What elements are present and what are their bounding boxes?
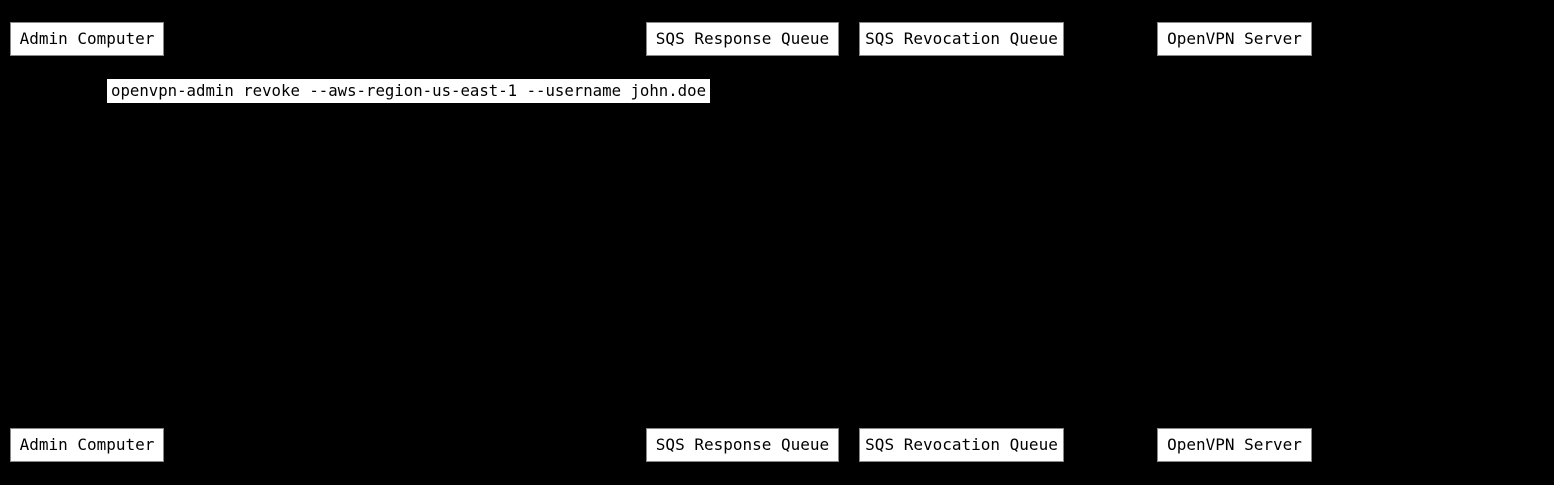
actor-box-sqs-response-queue-top: SQS Response Queue	[646, 22, 839, 56]
actor-box-openvpn-server-bottom: OpenVPN Server	[1157, 428, 1312, 462]
actor-box-sqs-revocation-queue-top: SQS Revocation Queue	[859, 22, 1064, 56]
actor-box-sqs-revocation-queue-bottom: SQS Revocation Queue	[859, 428, 1064, 462]
actor-box-admin-computer-bottom: Admin Computer	[10, 428, 164, 462]
actor-box-sqs-response-queue-bottom: SQS Response Queue	[646, 428, 839, 462]
actor-box-admin-computer-top: Admin Computer	[10, 22, 164, 56]
actor-box-openvpn-server-top: OpenVPN Server	[1157, 22, 1312, 56]
message-revoke-command-label: openvpn-admin revoke --aws-region-us-eas…	[107, 79, 711, 103]
